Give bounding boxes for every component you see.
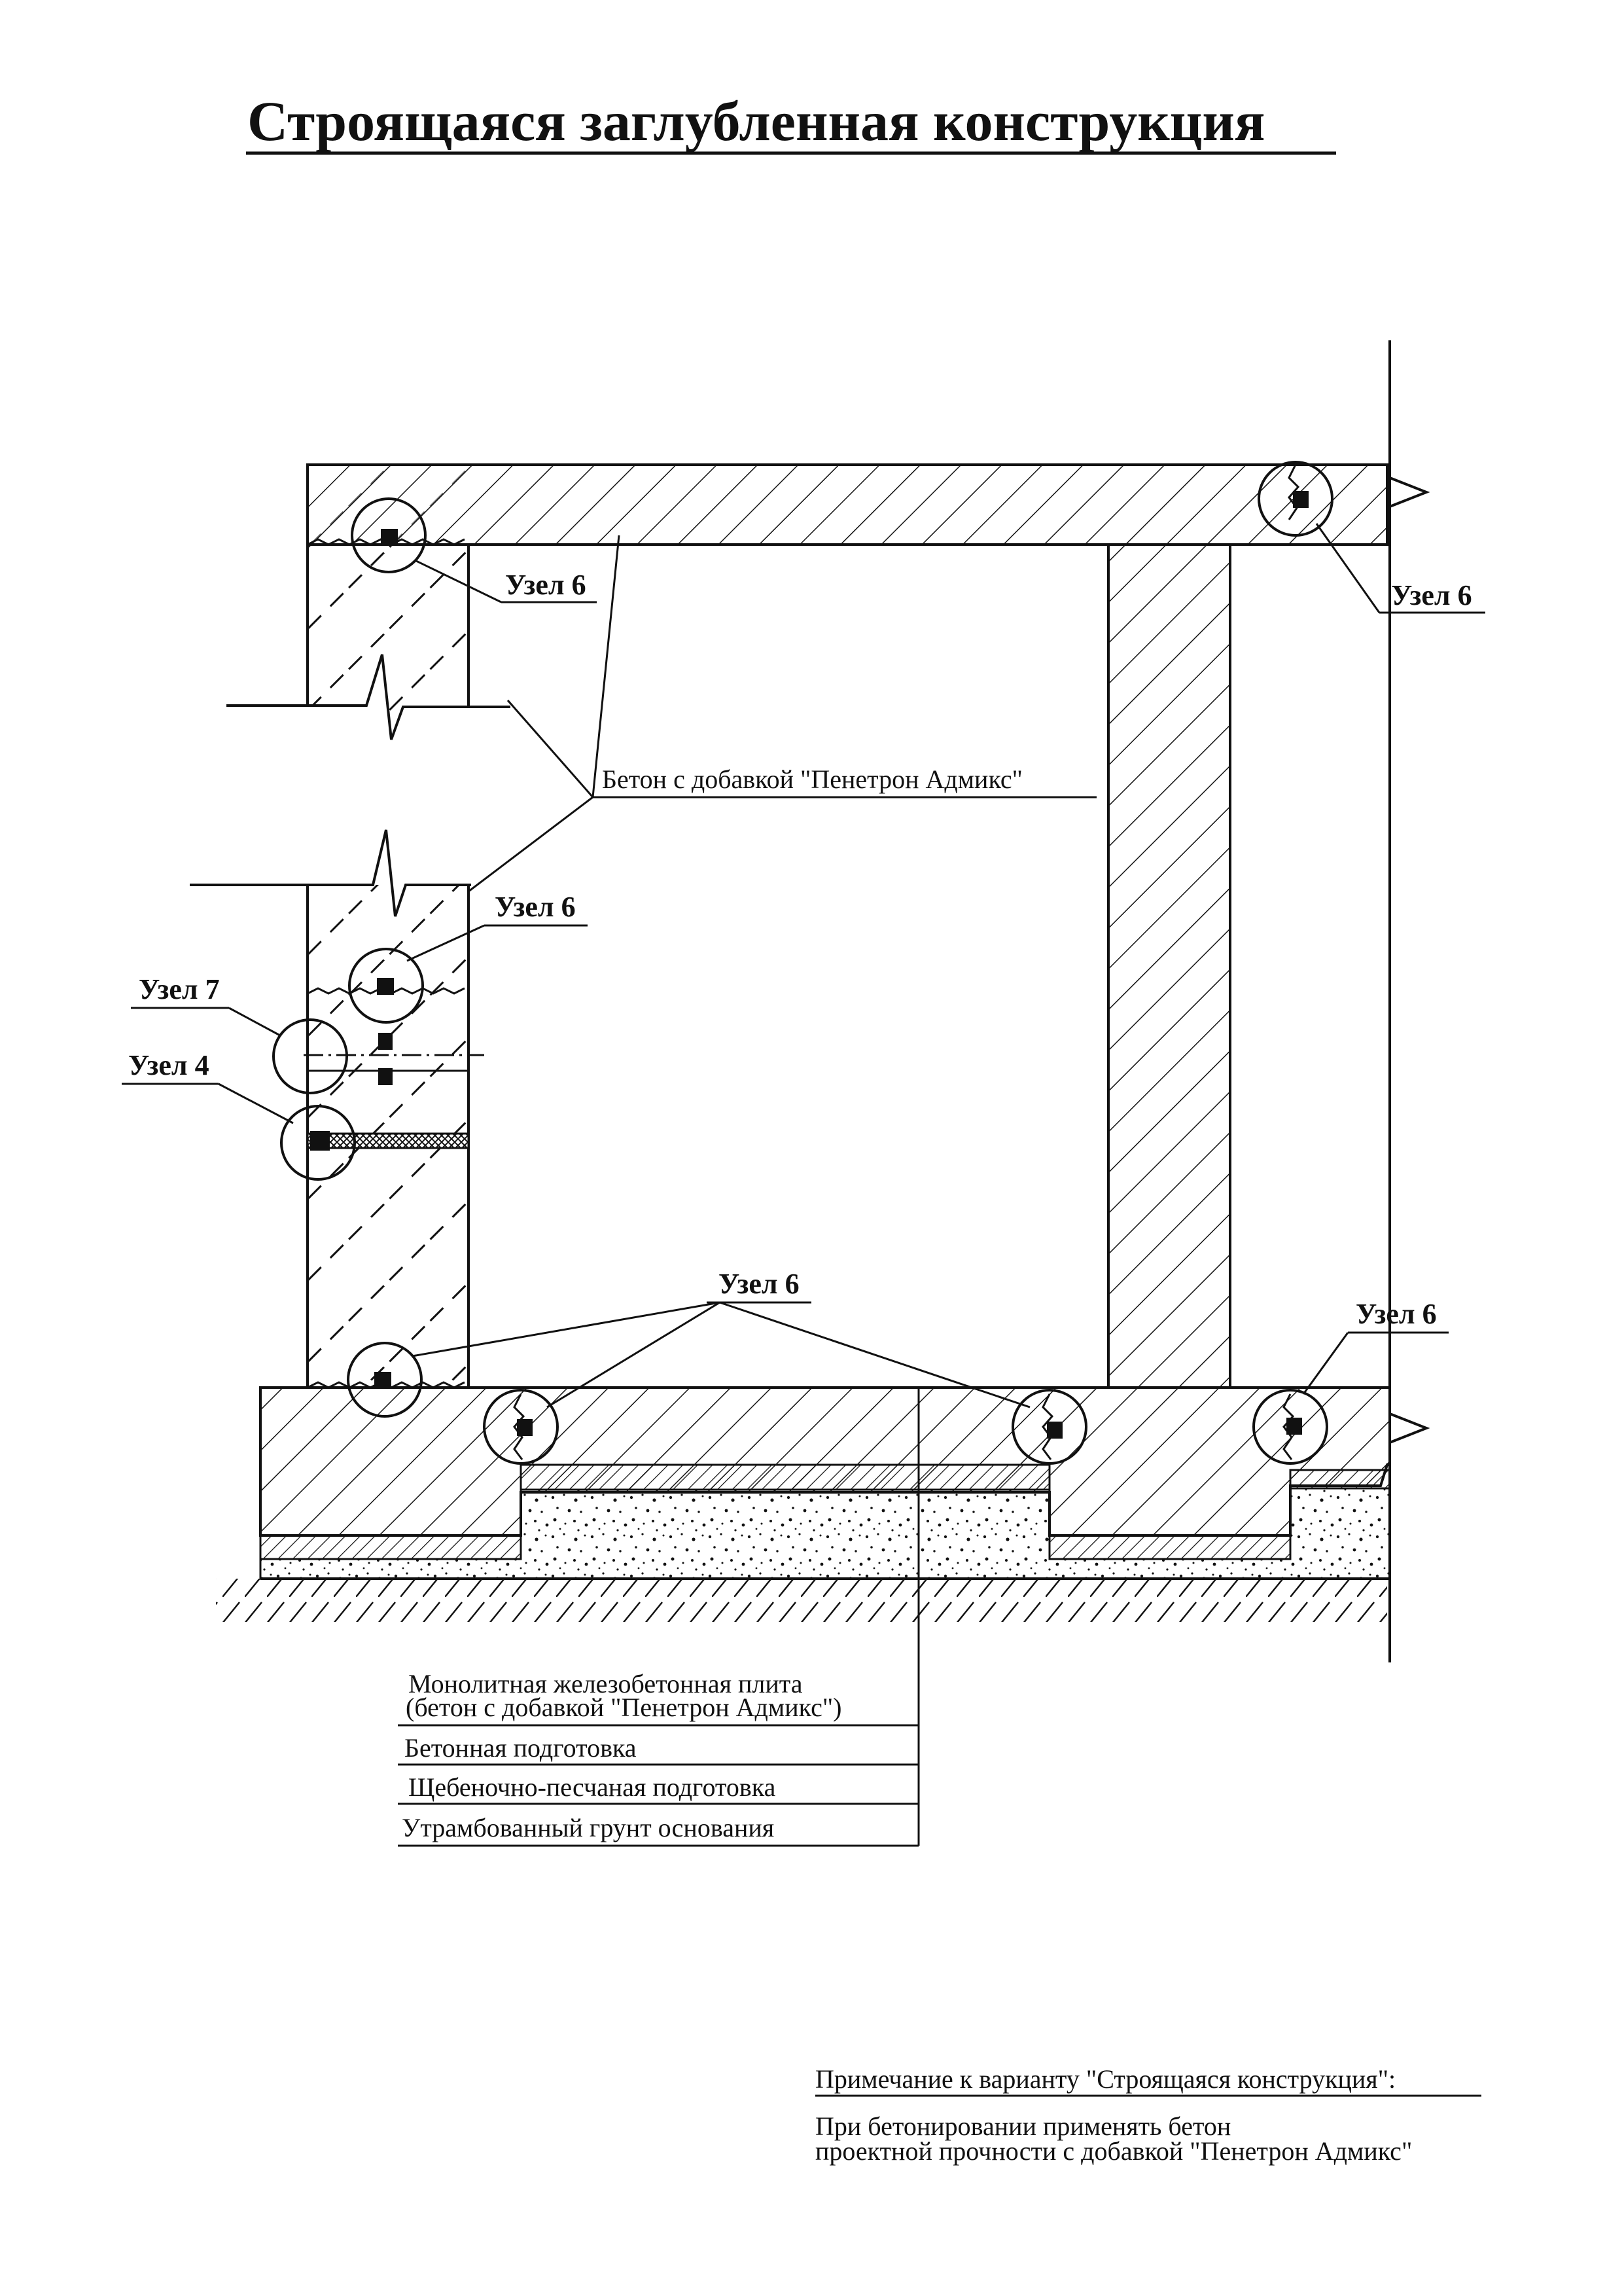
layer-label-gravel-sand: Щебеночно-песчаная подготовка	[408, 1772, 776, 1802]
callout-uzel6-top-left: Узел 6	[505, 569, 586, 601]
layer-label-slab-note: (бетон с добавкой "Пенетрон Адмикс")	[406, 1693, 841, 1722]
note-line-1: При бетонировании применять бетон	[815, 2111, 1231, 2141]
joints	[304, 464, 1309, 1460]
concrete-additive-label: Бетон с добавкой "Пенетрон Адмикс"	[602, 764, 1023, 794]
callout-uzel6-mid-left: Узел 6	[495, 891, 576, 923]
left-wall-upper	[226, 465, 510, 740]
callout-uzel6-bottom-right: Узел 6	[1356, 1298, 1437, 1330]
layer-label-ground: Утрамбованный грунт основания	[402, 1813, 774, 1842]
gravel-sand-layer	[259, 1487, 1391, 1580]
layer-table: Монолитная железобетонная плита (бетон с…	[398, 1669, 919, 1847]
callout-uzel6-top-right: Узел 6	[1391, 579, 1472, 611]
note-heading: Примечание к варианту "Строящаяся констр…	[815, 2064, 1396, 2094]
callout-uzel7: Узел 7	[139, 973, 220, 1005]
detail-circles	[272, 461, 1333, 1465]
callout-uzel6-bottom-center: Узел 6	[718, 1268, 800, 1300]
callout-uzel4: Узел 4	[128, 1049, 209, 1081]
top-slab	[306, 463, 1388, 546]
compacted-ground	[216, 1577, 1390, 1622]
right-wall	[1107, 543, 1231, 1389]
leader-lines	[122, 523, 1485, 1846]
note-line-2: проектной прочности с добавкой "Пенетрон…	[815, 2136, 1412, 2166]
layer-label-slab: Монолитная железобетонная плита	[408, 1669, 803, 1698]
note-block: Примечание к варианту "Строящаяся констр…	[815, 2064, 1481, 2166]
layer-label-concrete-prep: Бетонная подготовка	[404, 1733, 637, 1763]
page-title: Строящаяся заглубленная конструкция	[247, 90, 1265, 152]
break-mark-bottom	[1389, 1412, 1430, 1444]
break-mark-top	[1389, 476, 1430, 508]
